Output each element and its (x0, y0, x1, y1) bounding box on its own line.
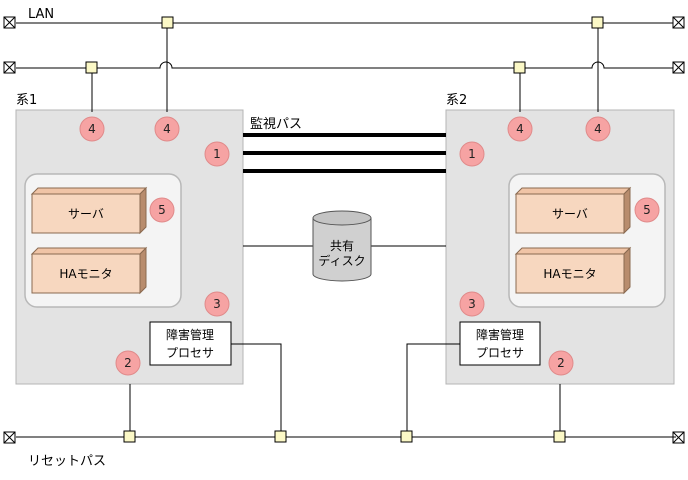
reset-connector (123, 430, 136, 443)
system2-fault-processor-box (459, 321, 541, 366)
badge-4: 4 (585, 116, 611, 142)
system2-label: 系2 (446, 93, 467, 108)
line-terminator (3, 61, 16, 74)
system2-ha-monitor-label: HAモニタ (543, 267, 596, 281)
system1-server-label: サーバ (68, 207, 104, 221)
svg-text:4: 4 (163, 122, 171, 136)
badge-3: 3 (204, 291, 230, 317)
system2-fault-processor-label-1: 障害管理 (476, 327, 524, 342)
system2-fault-processor-label-2: プロセサ (476, 346, 524, 360)
line-terminator (672, 61, 685, 74)
lan-label: LAN (28, 7, 54, 22)
svg-text:2: 2 (124, 356, 132, 370)
badge-4: 4 (79, 116, 105, 142)
badge-4: 4 (154, 116, 180, 142)
svg-text:1: 1 (468, 147, 476, 161)
system1-server-box (30, 186, 148, 235)
svg-text:4: 4 (594, 122, 602, 136)
lan-connector (85, 61, 98, 74)
svg-text:5: 5 (158, 203, 166, 217)
svg-text:3: 3 (213, 297, 221, 311)
shared-disk-label-1: 共有 (330, 239, 354, 253)
system1-ha-monitor-label: HAモニタ (59, 267, 112, 281)
badge-5: 5 (149, 197, 175, 223)
svg-text:2: 2 (557, 356, 565, 370)
svg-text:4: 4 (88, 122, 96, 136)
svg-text:5: 5 (643, 203, 651, 217)
lan-connector (513, 61, 526, 74)
shared-disk-label-2: ディスク (318, 253, 365, 268)
line-terminator (3, 431, 16, 444)
svg-text:4: 4 (516, 122, 524, 136)
lan-line-2 (16, 61, 676, 69)
badge-1: 1 (204, 141, 230, 167)
system1-fault-processor-label-1: 障害管理 (166, 327, 214, 342)
line-terminator (3, 16, 16, 29)
reset-path-label: リセットパス (28, 454, 106, 469)
reset-link-system2 (406, 343, 460, 437)
system2-ha-monitor-box (514, 246, 632, 295)
system1-fault-processor-label-2: プロセサ (166, 346, 214, 360)
system2-server-label: サーバ (552, 207, 588, 221)
reset-connector (553, 430, 566, 443)
reset-connector (400, 430, 413, 443)
lan-connector (591, 16, 604, 29)
badge-3: 3 (459, 291, 485, 317)
badge-4: 4 (507, 116, 533, 142)
line-terminator (672, 16, 685, 29)
reset-link-system1 (231, 343, 282, 437)
shared-disk-icon (312, 210, 372, 282)
system1-ha-monitor-box (30, 246, 148, 295)
reset-connector (274, 430, 287, 443)
svg-text:3: 3 (468, 297, 476, 311)
badge-5: 5 (634, 197, 660, 223)
badge-2: 2 (115, 350, 141, 376)
badge-2: 2 (548, 350, 574, 376)
badge-1: 1 (459, 141, 485, 167)
system2-server-box (514, 186, 632, 235)
svg-text:1: 1 (213, 147, 221, 161)
system1-label: 系1 (16, 93, 37, 108)
lan-connector (161, 16, 174, 29)
monitor-path-label: 監視パス (250, 116, 302, 132)
